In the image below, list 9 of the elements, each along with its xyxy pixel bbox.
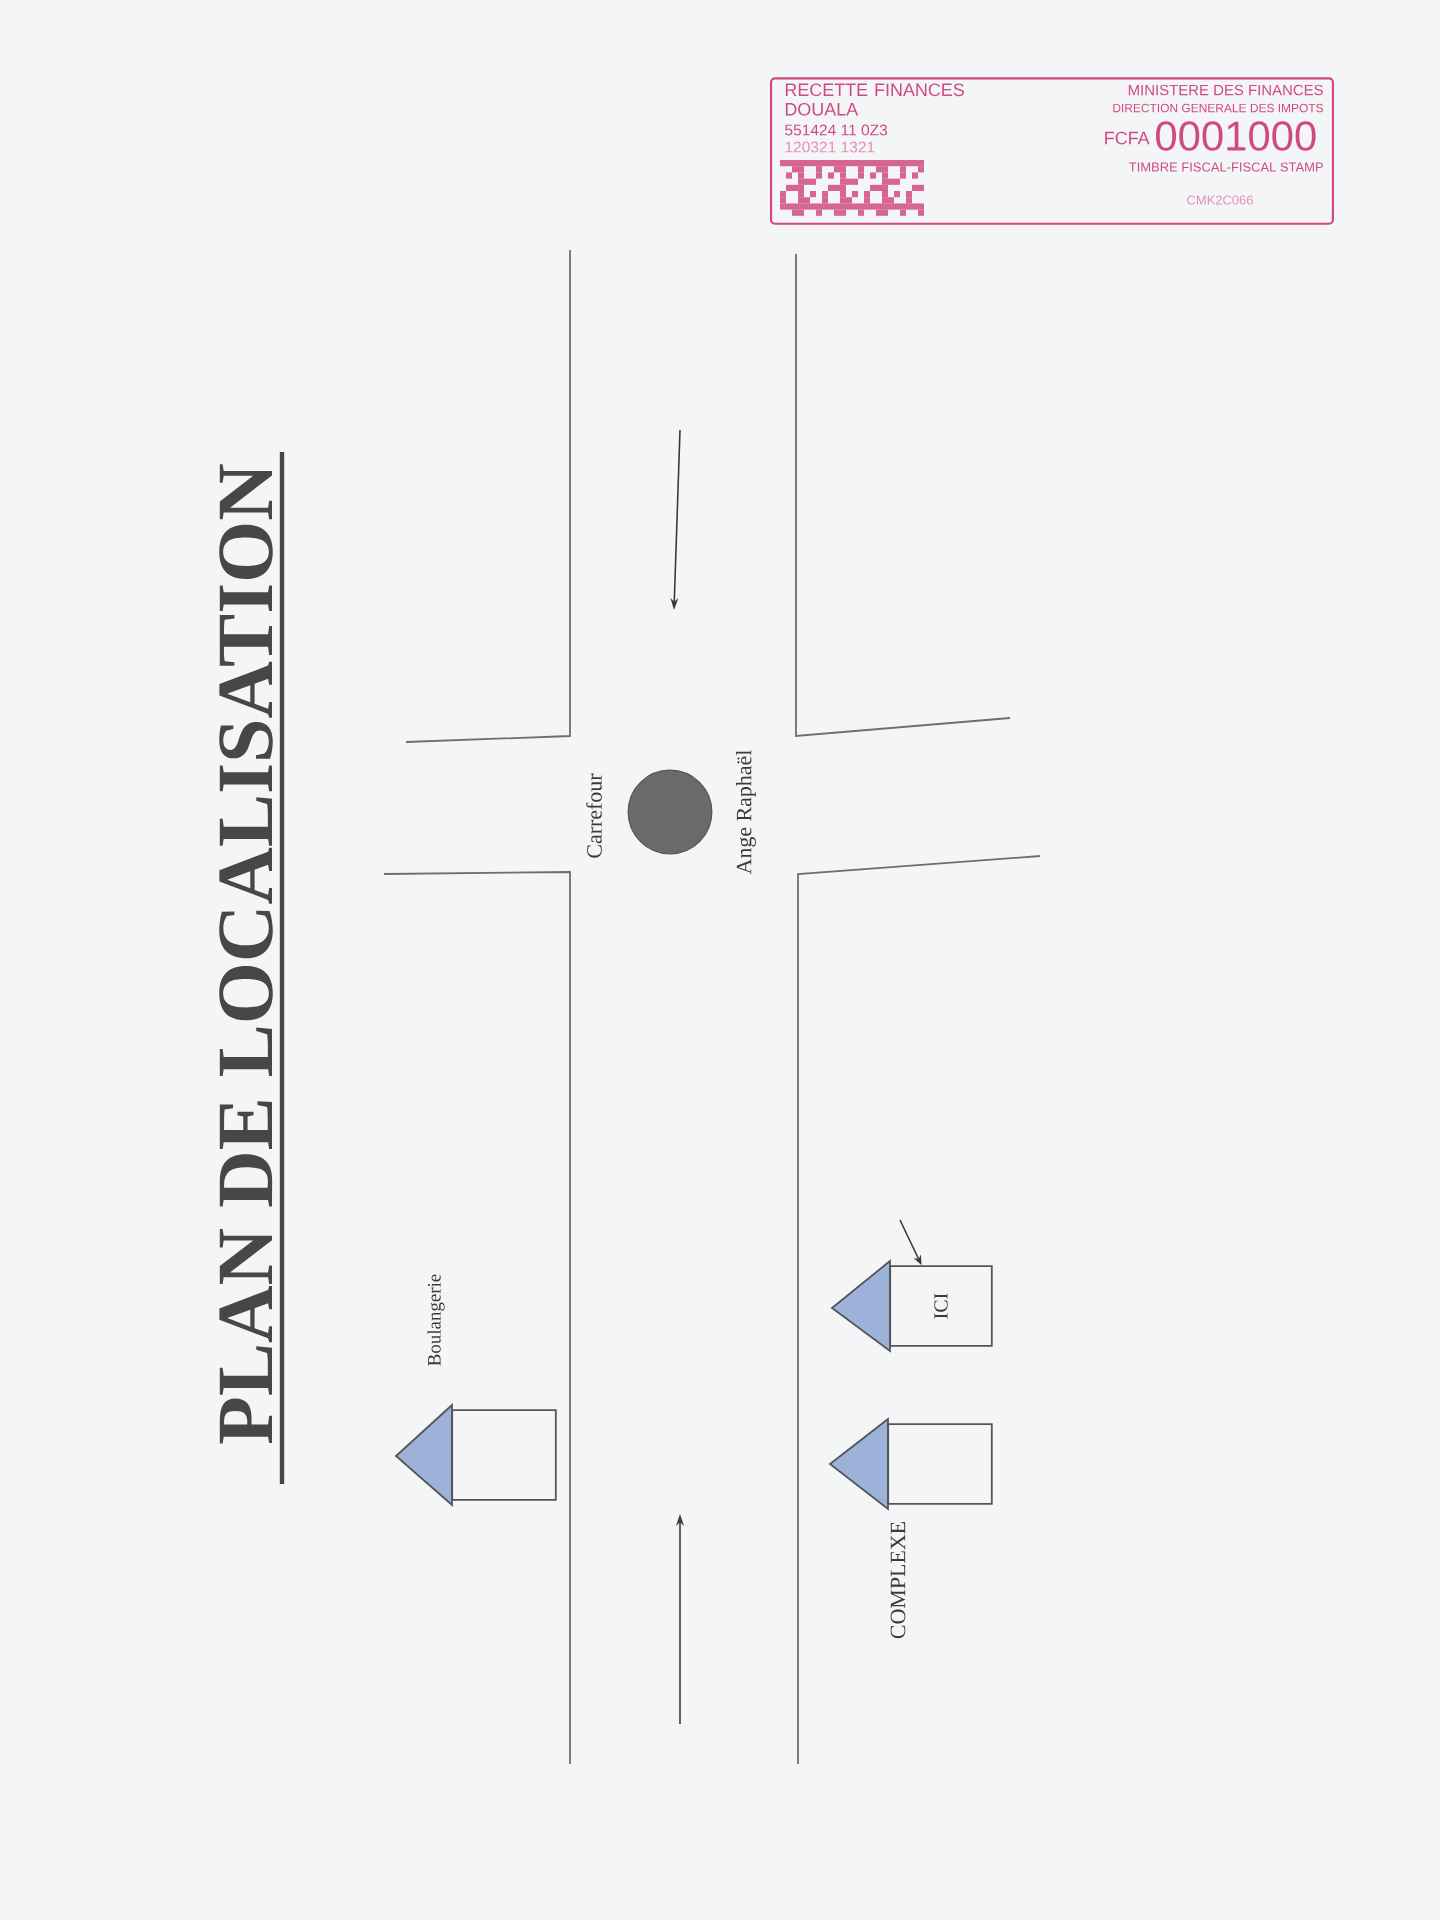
building-label: Boulangerie: [427, 1274, 445, 1366]
place-label: Ange Raphaël: [736, 750, 756, 875]
building-label: COMPLEXE: [890, 1522, 906, 1639]
stamp-amount: 0001000: [1156, 121, 1316, 151]
place-label: Carrefour: [586, 773, 602, 858]
title: PLAN DE LOCALISATION: [219, 464, 273, 1444]
stamp-text: FCFA: [1105, 131, 1150, 145]
roundabout: [627, 769, 713, 855]
stamp-text: RECETTE FINANCES DOUALA: [785, 83, 964, 116]
